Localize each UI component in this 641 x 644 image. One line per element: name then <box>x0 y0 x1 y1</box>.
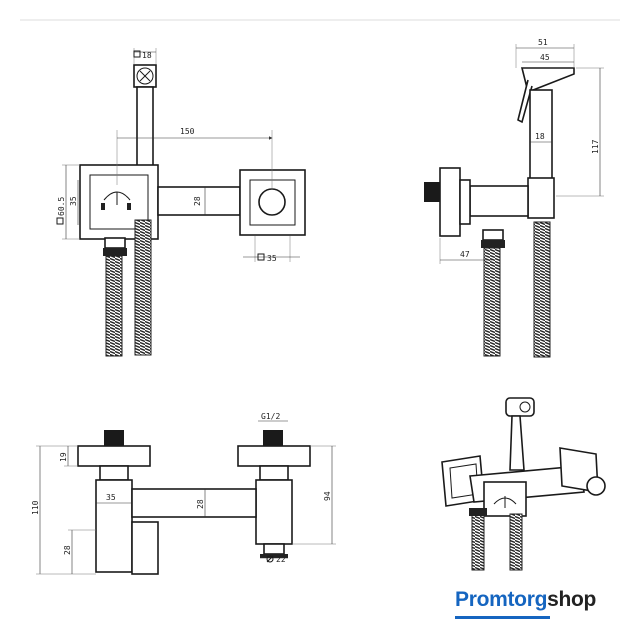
bottom-view: G1/2 110 19 35 28 94 28 22 <box>31 412 336 575</box>
front-body-dim: 28 <box>193 196 202 206</box>
bottom-flange-dim: 19 <box>59 452 68 462</box>
bottom-total-dim: 110 <box>31 500 40 515</box>
front-nozzle-dim: 18 <box>142 51 152 60</box>
perspective-view <box>441 397 606 571</box>
side-handle-dim: 51 <box>538 38 548 47</box>
bottom-thread-dim: G1/2 <box>261 412 280 421</box>
bottom-body-width-dim: 35 <box>106 493 116 502</box>
bottom-low-height-dim: 28 <box>63 545 72 555</box>
front-view: 18 150 60.5 35 28 35 <box>56 48 306 357</box>
front-flange-dim: 60.5 <box>57 197 66 216</box>
bottom-body-height-dim: 28 <box>196 499 205 509</box>
front-offset-dim: 35 <box>69 196 78 206</box>
brand-logo-part1: Promtorg <box>455 588 548 611</box>
side-nozzle-dim: 18 <box>535 132 545 141</box>
bottom-right-height-dim: 94 <box>323 491 332 501</box>
brand-underline <box>455 616 550 619</box>
side-projection-dim: 47 <box>460 250 470 259</box>
side-view: 51 45 18 117 47 <box>424 38 604 358</box>
brand-logo[interactable]: Promtorgshop <box>455 588 596 612</box>
bottom-diameter-dim: 22 <box>276 555 286 564</box>
brand-logo-part2: shop <box>547 588 597 611</box>
front-center-dim: 150 <box>180 127 195 136</box>
side-height-dim: 117 <box>591 139 600 154</box>
side-head-dim: 45 <box>540 53 550 62</box>
front-wall-dim: 35 <box>267 254 277 263</box>
